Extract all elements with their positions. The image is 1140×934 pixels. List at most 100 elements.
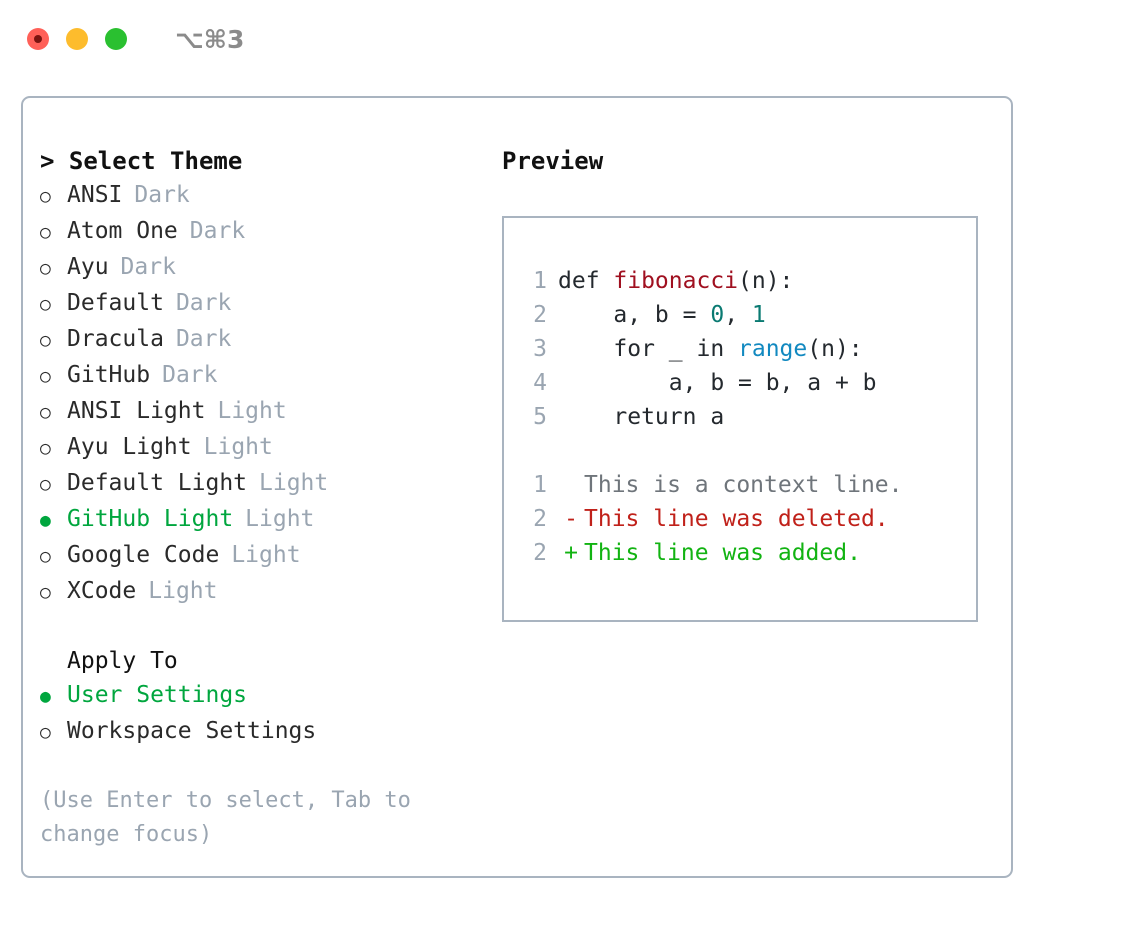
radio-unselected-icon: ○ bbox=[40, 330, 51, 351]
radio-unselected-icon: ○ bbox=[40, 294, 51, 315]
window-controls bbox=[27, 28, 127, 50]
maximize-button[interactable] bbox=[105, 28, 127, 50]
theme-variant-tag: Light bbox=[148, 578, 218, 604]
theme-option-label: Dracula bbox=[67, 326, 164, 352]
theme-variant-tag: Light bbox=[217, 398, 287, 424]
theme-option-atom-one[interactable]: ○ Atom One Dark bbox=[40, 214, 470, 250]
diff-sign-ctx bbox=[558, 468, 584, 502]
code-line-number: 4 bbox=[533, 370, 547, 396]
theme-option-google-code[interactable]: ○ Google Code Light bbox=[40, 538, 470, 574]
radio-unselected-icon: ○ bbox=[40, 546, 51, 567]
code-token-plain: a, b = bbox=[558, 302, 711, 328]
diff-line-add: 2 +This line was added. bbox=[521, 536, 976, 570]
code-line: 1 def fibonacci(n): bbox=[521, 264, 976, 298]
code-line: 2 a, b = 0, 1 bbox=[521, 298, 976, 332]
theme-option-label: Default Light bbox=[67, 470, 248, 496]
code-line-number: 5 bbox=[533, 404, 547, 430]
code-line: 3 for _ in range(n): bbox=[521, 332, 976, 366]
theme-option-ayu-light[interactable]: ○ Ayu Light Light bbox=[40, 430, 470, 466]
radio-unselected-icon: ○ bbox=[40, 366, 51, 387]
theme-option-label: Google Code bbox=[67, 542, 220, 568]
diff-line-text: This is a context line. bbox=[584, 472, 903, 498]
theme-option-github-light[interactable]: ● GitHub Light Light bbox=[40, 502, 470, 538]
theme-option-label: Ayu Light bbox=[67, 434, 192, 460]
theme-option-default[interactable]: ○ Default Dark bbox=[40, 286, 470, 322]
apply-to-option-workspace-settings[interactable]: ○Workspace Settings bbox=[40, 714, 470, 750]
theme-option-label: GitHub Light bbox=[67, 506, 234, 532]
radio-unselected-icon: ○ bbox=[40, 258, 51, 279]
theme-variant-tag: Dark bbox=[175, 326, 232, 352]
code-token-plain: def bbox=[558, 268, 614, 294]
theme-variant-tag: Dark bbox=[189, 218, 246, 244]
code-token-call: range bbox=[738, 336, 808, 362]
theme-variant-tag: Dark bbox=[175, 290, 232, 316]
theme-option-github[interactable]: ○ GitHub Dark bbox=[40, 358, 470, 394]
theme-variant-tag: Light bbox=[203, 434, 273, 460]
diff-line-del: 2-This line was deleted. bbox=[521, 502, 976, 536]
theme-variant-tag: Light bbox=[231, 542, 301, 568]
theme-option-default-light[interactable]: ○ Default Light Light bbox=[40, 466, 470, 502]
theme-option-label: Atom One bbox=[67, 218, 178, 244]
code-diff-spacer bbox=[521, 434, 976, 468]
minimize-button[interactable] bbox=[66, 28, 88, 50]
select-theme-header: > Select Theme bbox=[40, 147, 243, 175]
diff-sign-add: + bbox=[564, 540, 578, 566]
radio-unselected-icon: ○ bbox=[40, 402, 51, 423]
apply-to-header: Apply To bbox=[67, 648, 178, 674]
theme-option-label: Default bbox=[67, 290, 164, 316]
code-token-plain: return a bbox=[558, 404, 725, 430]
code-line-number: 3 bbox=[533, 336, 547, 362]
radio-selected-icon: ● bbox=[40, 686, 51, 707]
diff-sample: 1 This is a context line. 2-This line was… bbox=[521, 468, 976, 570]
radio-unselected-icon: ○ bbox=[40, 438, 51, 459]
code-line: 4 a, b = b, a + b bbox=[521, 366, 976, 400]
theme-option-ayu[interactable]: ○ Ayu Dark bbox=[40, 250, 470, 286]
apply-to-option-label: Workspace Settings bbox=[67, 718, 317, 744]
code-token-fn: fibonacci bbox=[613, 268, 739, 294]
code-token-plain: , bbox=[724, 302, 752, 328]
radio-unselected-icon: ○ bbox=[40, 186, 51, 207]
diff-sign-del: - bbox=[564, 506, 578, 532]
theme-variant-tag: Dark bbox=[162, 362, 218, 388]
theme-variant-tag: Light bbox=[259, 470, 329, 496]
diff-line-number: 2 bbox=[533, 506, 547, 532]
code-line-number: 2 bbox=[533, 302, 547, 328]
apply-to-option-list: ● User Settings ○Workspace Settings bbox=[40, 678, 470, 750]
keyboard-shortcut-label: ⌥⌘3 bbox=[175, 24, 245, 54]
close-button[interactable] bbox=[27, 28, 49, 50]
section-spacer bbox=[40, 610, 470, 644]
theme-option-dracula[interactable]: ○ Dracula Dark bbox=[40, 322, 470, 358]
diff-line-number: 2 bbox=[533, 540, 547, 566]
theme-option-label: XCode bbox=[67, 578, 137, 604]
theme-option-label: ANSI bbox=[67, 182, 123, 208]
diff-line-text: This line was added. bbox=[584, 540, 861, 566]
radio-selected-icon: ● bbox=[40, 510, 51, 531]
code-token-plain: (n): bbox=[738, 268, 794, 294]
theme-option-ansi-light[interactable]: ○ ANSI Light Light bbox=[40, 394, 470, 430]
theme-variant-tag: Light bbox=[245, 506, 315, 532]
radio-unselected-icon: ○ bbox=[40, 222, 51, 243]
preview-title: Preview bbox=[502, 147, 604, 175]
theme-option-label: GitHub bbox=[67, 362, 151, 388]
theme-option-label: Ayu bbox=[67, 254, 109, 280]
code-token-plain: a, b = b, a + b bbox=[558, 370, 877, 396]
keyboard-hint-text: (Use Enter to select, Tab to change focu… bbox=[40, 788, 425, 847]
diff-line-number: 1 bbox=[533, 472, 547, 498]
apply-to-option-user-settings[interactable]: ● User Settings bbox=[40, 678, 470, 714]
apply-to-option-label: User Settings bbox=[67, 682, 248, 708]
radio-unselected-icon: ○ bbox=[40, 474, 51, 495]
theme-option-label: ANSI Light bbox=[67, 398, 206, 424]
code-token-num: 1 bbox=[751, 302, 766, 328]
code-line-number: 1 bbox=[533, 268, 547, 294]
code-token-plain: (n): bbox=[807, 336, 863, 362]
title-bar: ⌥⌘3 bbox=[0, 0, 1140, 78]
theme-variant-tag: Dark bbox=[120, 254, 176, 280]
